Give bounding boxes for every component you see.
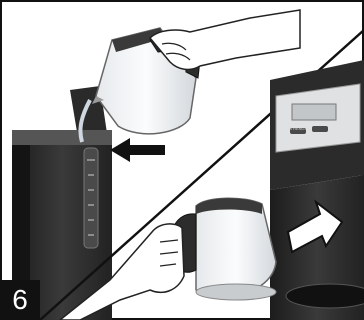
program-label: PROGRAM <box>310 119 330 124</box>
lcd-display <box>292 104 336 120</box>
water-level-window <box>84 148 98 248</box>
step-number-badge: 6 <box>0 280 40 320</box>
right-panel-machine <box>270 60 364 320</box>
warming-plate <box>286 284 364 308</box>
min-strength-label: MIN STRENGTH <box>288 121 308 131</box>
machine-top <box>12 130 112 145</box>
